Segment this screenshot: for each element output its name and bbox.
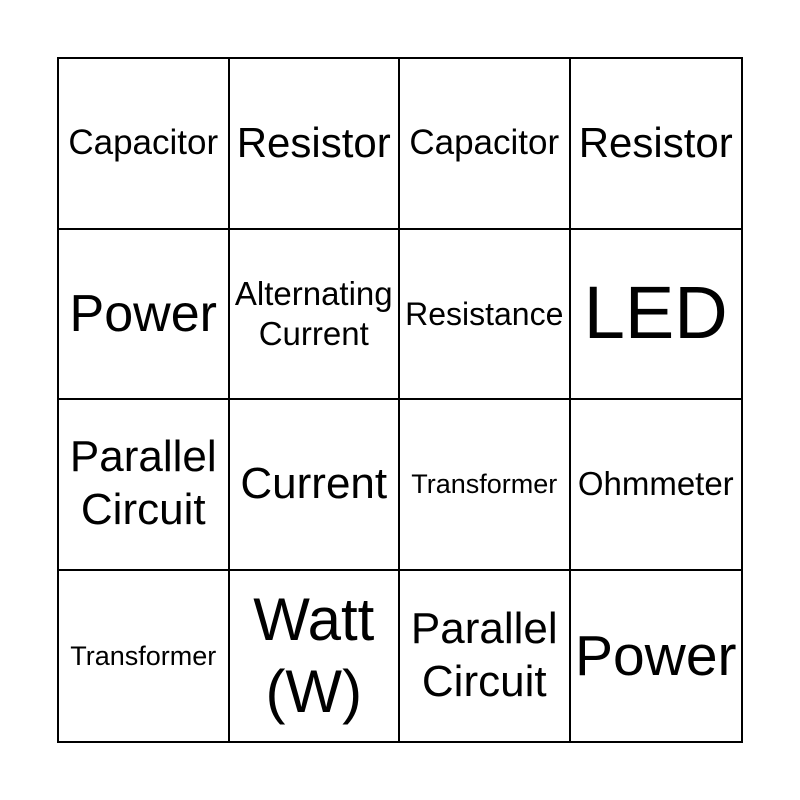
bingo-cell-r1c1[interactable]: Capacitor xyxy=(59,59,230,230)
bingo-cell-r3c1[interactable]: Parallel Circuit xyxy=(59,400,230,571)
bingo-card: Capacitor Resistor Capacitor Resistor Po… xyxy=(57,57,743,743)
bingo-cell-r2c2[interactable]: Alternating Current xyxy=(229,229,400,400)
bingo-cell-r4c4[interactable]: Power xyxy=(574,623,737,688)
bingo-cell-r1c3[interactable]: Capacitor xyxy=(400,59,571,230)
bingo-cell-r1c2[interactable]: Resistor xyxy=(229,59,400,230)
bingo-cell-r3c3[interactable]: Transformer xyxy=(400,400,571,571)
bingo-cell-r3c4[interactable]: Ohmmeter xyxy=(570,400,741,571)
bingo-cell-r2c3[interactable]: Resistance xyxy=(400,229,571,400)
bingo-cell-r4c1[interactable]: Transformer xyxy=(59,570,230,741)
bingo-cell-r3c2[interactable]: Current xyxy=(229,400,400,571)
bingo-cell-r4c3[interactable]: Parallel Circuit xyxy=(400,570,571,741)
bingo-cell-r1c4[interactable]: Resistor xyxy=(570,59,741,230)
bingo-cell-r2c1[interactable]: Power xyxy=(59,229,230,400)
bingo-cell-r2c4[interactable]: LED xyxy=(570,230,741,400)
bingo-cell-r4c2[interactable]: Watt (W) xyxy=(230,570,400,741)
